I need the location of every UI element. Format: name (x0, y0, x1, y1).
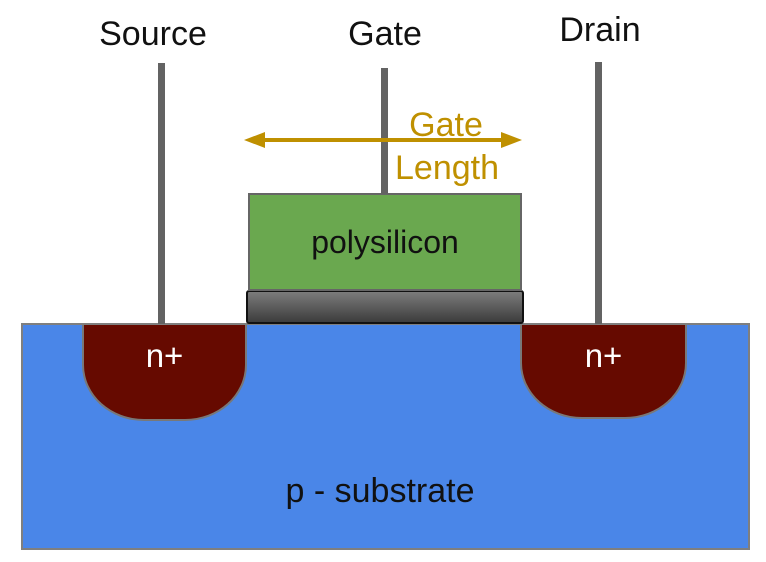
gate-length-label-line1: Gate (409, 106, 483, 144)
arrowhead-right-icon (501, 132, 522, 148)
arrowhead-left-icon (244, 132, 265, 148)
source-wire (158, 63, 165, 324)
n-plus-drain-label: n+ (584, 337, 623, 374)
gate-terminal-label: Gate (348, 15, 422, 53)
source-terminal-label: Source (99, 15, 207, 53)
drain-wire (595, 62, 602, 324)
gate-wire (381, 68, 388, 194)
n-plus-source-region: n+ (82, 325, 247, 421)
n-plus-source-label: n+ (145, 337, 184, 374)
gate-oxide-layer (246, 290, 524, 324)
polysilicon-region: polysilicon (248, 193, 522, 291)
n-plus-drain-region: n+ (520, 325, 687, 419)
gate-length-label-line2: Length (395, 149, 499, 187)
gate-length-arrow (262, 138, 504, 142)
polysilicon-label: polysilicon (311, 223, 459, 260)
p-substrate-label: p - substrate (285, 472, 475, 510)
drain-terminal-label: Drain (559, 11, 641, 49)
